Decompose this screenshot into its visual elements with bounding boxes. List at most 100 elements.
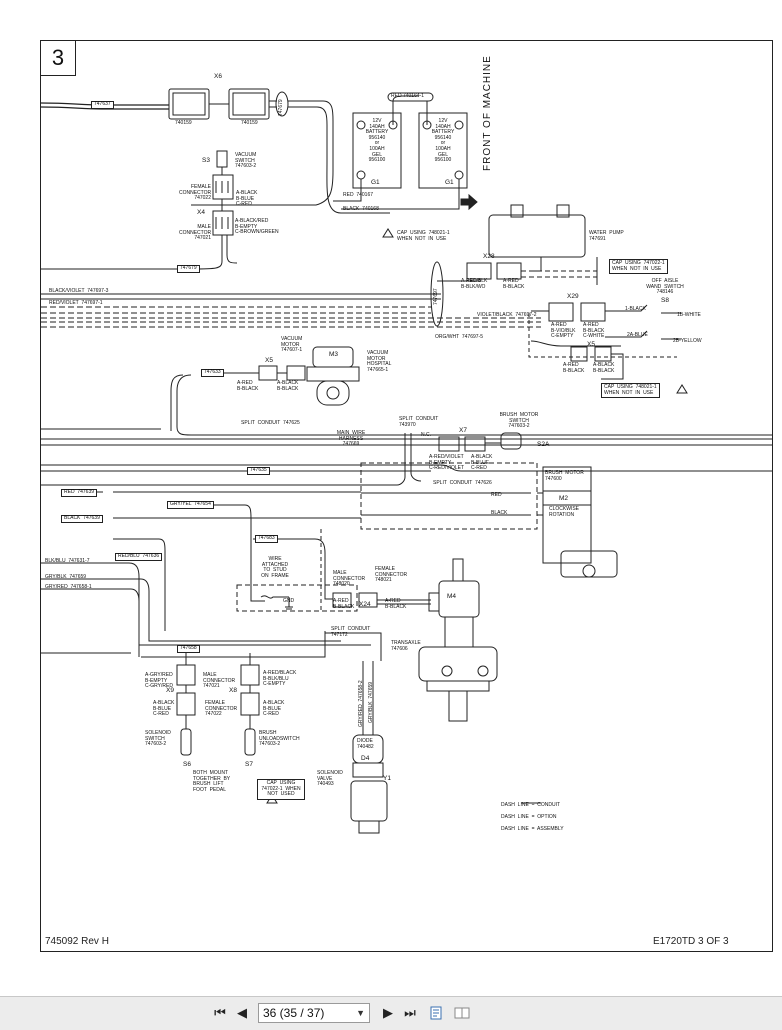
split-conduit-747626: SPLIT CONDUIT 747626 (433, 480, 492, 486)
gry-yel-747654: GRY/YEL 747654 (167, 501, 214, 509)
first-page-icon[interactable]: ⏮ (214, 1006, 226, 1021)
s8-1b-white: 1B-WHITE (677, 312, 701, 318)
male-connector-748020: MALE CONNECTOR 748020 (333, 570, 366, 588)
red-740167-label: RED 740167 (343, 192, 374, 198)
x8-pins-b: A-BLACK B-BLUE C-RED (263, 700, 285, 718)
document-viewer: 3 (40, 40, 773, 952)
male-connector-747021-b: MALE CONNECTOR 747021 (203, 672, 236, 690)
x8-label: X8 (229, 687, 237, 694)
wire-747697-vertical: 747697 (433, 288, 439, 305)
wire-747679-vertical: 747679 (278, 99, 284, 116)
violet-black-wire: VIOLET/BLACK 747697-2 (477, 312, 537, 318)
brush-motor-label: BRUSH MOTOR 747600 (545, 470, 584, 482)
g1-a-label: G1 (371, 179, 380, 186)
female-connector-747022: FEMALE CONNECTOR 747022 (179, 184, 212, 202)
nc-label: N.C. (421, 432, 431, 438)
off-aisle-wand-switch: OFF AISLE WAND SWITCH 748146 (646, 278, 684, 296)
document-number: 745092 Rev H (45, 936, 109, 947)
next-page-icon[interactable]: ▶ (383, 1006, 393, 1021)
solenoid-switch-label: SOLENOID SWITCH 747603-2 (145, 730, 171, 748)
blk-blu-wire: BLK/BLU 747631-7 (45, 558, 90, 564)
s6-label: S6 (183, 761, 191, 768)
page-selector[interactable]: 36 (35 / 37) ▼ (258, 1003, 370, 1023)
x7-pins-b: A-BLACK B-BLUE C-RED (471, 454, 493, 472)
diode-label: DIODE 740482 (357, 738, 374, 750)
d4-label: D4 (361, 755, 370, 762)
wire-attached-to-stud: WIRE ATTACHED TO STUD ON FRAME (261, 556, 289, 579)
red-blu-747636: RED/BLU 747636 (115, 553, 163, 561)
s3-label: S3 (202, 157, 210, 164)
x5-left-label: X5 (265, 357, 273, 364)
x8-pins: A-RED/BLACK B-BLK/BLU C-EMPTY (263, 670, 297, 688)
wire-747658: 747658 (177, 645, 200, 653)
front-of-machine-label: FRONT OF MACHINE (482, 55, 493, 171)
black-747639: BLACK 747639 (61, 515, 103, 523)
m4-label: M4 (447, 593, 457, 600)
vacuum-motor-hospital-label: VACUUM MOTOR HOSPITAL 747665-1 (367, 350, 392, 373)
female-connector-748021: FEMALE CONNECTOR 748021 (375, 566, 408, 584)
g1-b-label: G1 (445, 179, 454, 186)
red-740164-label: RED 740164-1 (391, 93, 425, 99)
gry-red-vertical: GRY/RED 747658-2 (358, 680, 364, 727)
m3-label: M3 (329, 351, 339, 358)
sheet-number: 3 (41, 41, 76, 76)
x29-pins-a: A-RED B-VIO/BLK C-EMPTY (551, 322, 576, 340)
x28-pins-b: A-RED B-BLACK (503, 278, 525, 290)
wire-747683: 747683 (255, 535, 278, 543)
wiring-diagram (41, 88, 772, 834)
x7-pins-a: A-RED/VIOLET B-EMPTY C-RED/VIOLET (429, 454, 465, 472)
connector-740159-b: 740159 (241, 120, 258, 126)
x5-left-pins-b: A-BLACK B-BLACK (277, 380, 299, 392)
solenoid-valve-label: SOLENOID VALVE 740493 (317, 770, 343, 788)
legend: DASH LINE = CONDUIT DASH LINE = OPTION D… (501, 802, 564, 832)
x29-pins-b: A-RED B-BLACK C-WHITE (583, 322, 605, 340)
s8-label: S8 (661, 297, 669, 304)
s8-2a-blue: 2A-BLUE (627, 332, 648, 338)
page-reference: E1720TD 3 OF 3 (653, 936, 729, 947)
x9-label: X9 (166, 687, 174, 694)
both-mount-note: BOTH MOUNT TOGETHER BY BRUSH LIFT FOOT P… (193, 770, 231, 793)
s8-2b-yellow: 2B-YELLOW (673, 338, 702, 344)
single-page-view-icon[interactable] (428, 1005, 444, 1021)
s8-1-black: 1-BLACK (625, 306, 646, 312)
clockwise-rotation: CLOCKWISE ROTATION (549, 506, 580, 518)
vacuum-switch-label: VACUUM SWITCH 747603-2 (235, 152, 257, 170)
split-conduit-747625: SPLIT CONDUIT 747625 (241, 420, 300, 426)
s2a-label: S2A (537, 441, 550, 448)
cap-note-2: CAP USING 747022-1 WHEN NOT IN USE (609, 259, 668, 275)
gry-blk-vertical: GRY/BLK 747659 (368, 681, 374, 723)
gry-red-wire: GRY/RED 747658-1 (45, 584, 92, 590)
battery-1-label: 12V 140AH BATTERY 956140 or 100AH GEL 95… (365, 118, 389, 164)
wire-747635: 747635 (247, 467, 270, 475)
x9-pins: A-GRY/RED B-EMPTY C-GRY/RED (145, 672, 173, 690)
schematic-page: 3 (40, 40, 773, 952)
s3-pins: A-BLACK B-BLUE C-RED (236, 190, 258, 208)
two-page-view-icon[interactable] (454, 1005, 470, 1021)
female-connector-747022-b: FEMALE CONNECTOR 747022 (205, 700, 238, 718)
black-wire-label: BLACK (491, 510, 508, 516)
page-selector-value: 36 (35 / 37) (263, 1006, 325, 1020)
y1-label: Y1 (383, 775, 391, 782)
red-747639: RED 747639 (61, 489, 98, 497)
main-wire-harness: MAIN WIRE HARNESS 747669 (336, 430, 366, 448)
x28-pins-a: A-RED/BLK B-BLK/WO (461, 278, 488, 290)
x5-left-pins-a: A-RED B-BLACK (237, 380, 259, 392)
x5-right-pins-b: A-BLACK B-BLACK (593, 362, 615, 374)
x4-pins: A-BLACK/RED B-EMPTY C-BROWN/GREEN (235, 218, 279, 236)
brush-motor-switch-label: BRUSH MOTOR SWITCH 747603-2 (499, 412, 539, 430)
s7-label: S7 (245, 761, 253, 768)
red-wire-label: RED (491, 492, 502, 498)
org-wht-wire: ORG/WHT 747697-5 (435, 334, 483, 340)
brush-unload-switch-label: BRUSH UNLOADSWITCH 747603-2 (259, 730, 300, 748)
previous-page-icon[interactable]: ◀ (237, 1006, 247, 1021)
last-page-icon[interactable]: ⏭ (404, 1006, 416, 1021)
x6-label: X6 (214, 73, 222, 80)
wire-747679: 747679 (177, 265, 200, 273)
wire-747633: 747633 (201, 369, 224, 377)
x7-label: X7 (459, 427, 467, 434)
battery-2-label: 12V 140AH BATTERY 956140 or 100AH GEL 95… (431, 118, 455, 164)
x9-pins-b: A-BLACK B-BLUE C-RED (153, 700, 175, 718)
gnd-label: GND (283, 598, 295, 604)
x28-label: X28 (483, 253, 495, 260)
m2-label: M2 (559, 495, 569, 502)
